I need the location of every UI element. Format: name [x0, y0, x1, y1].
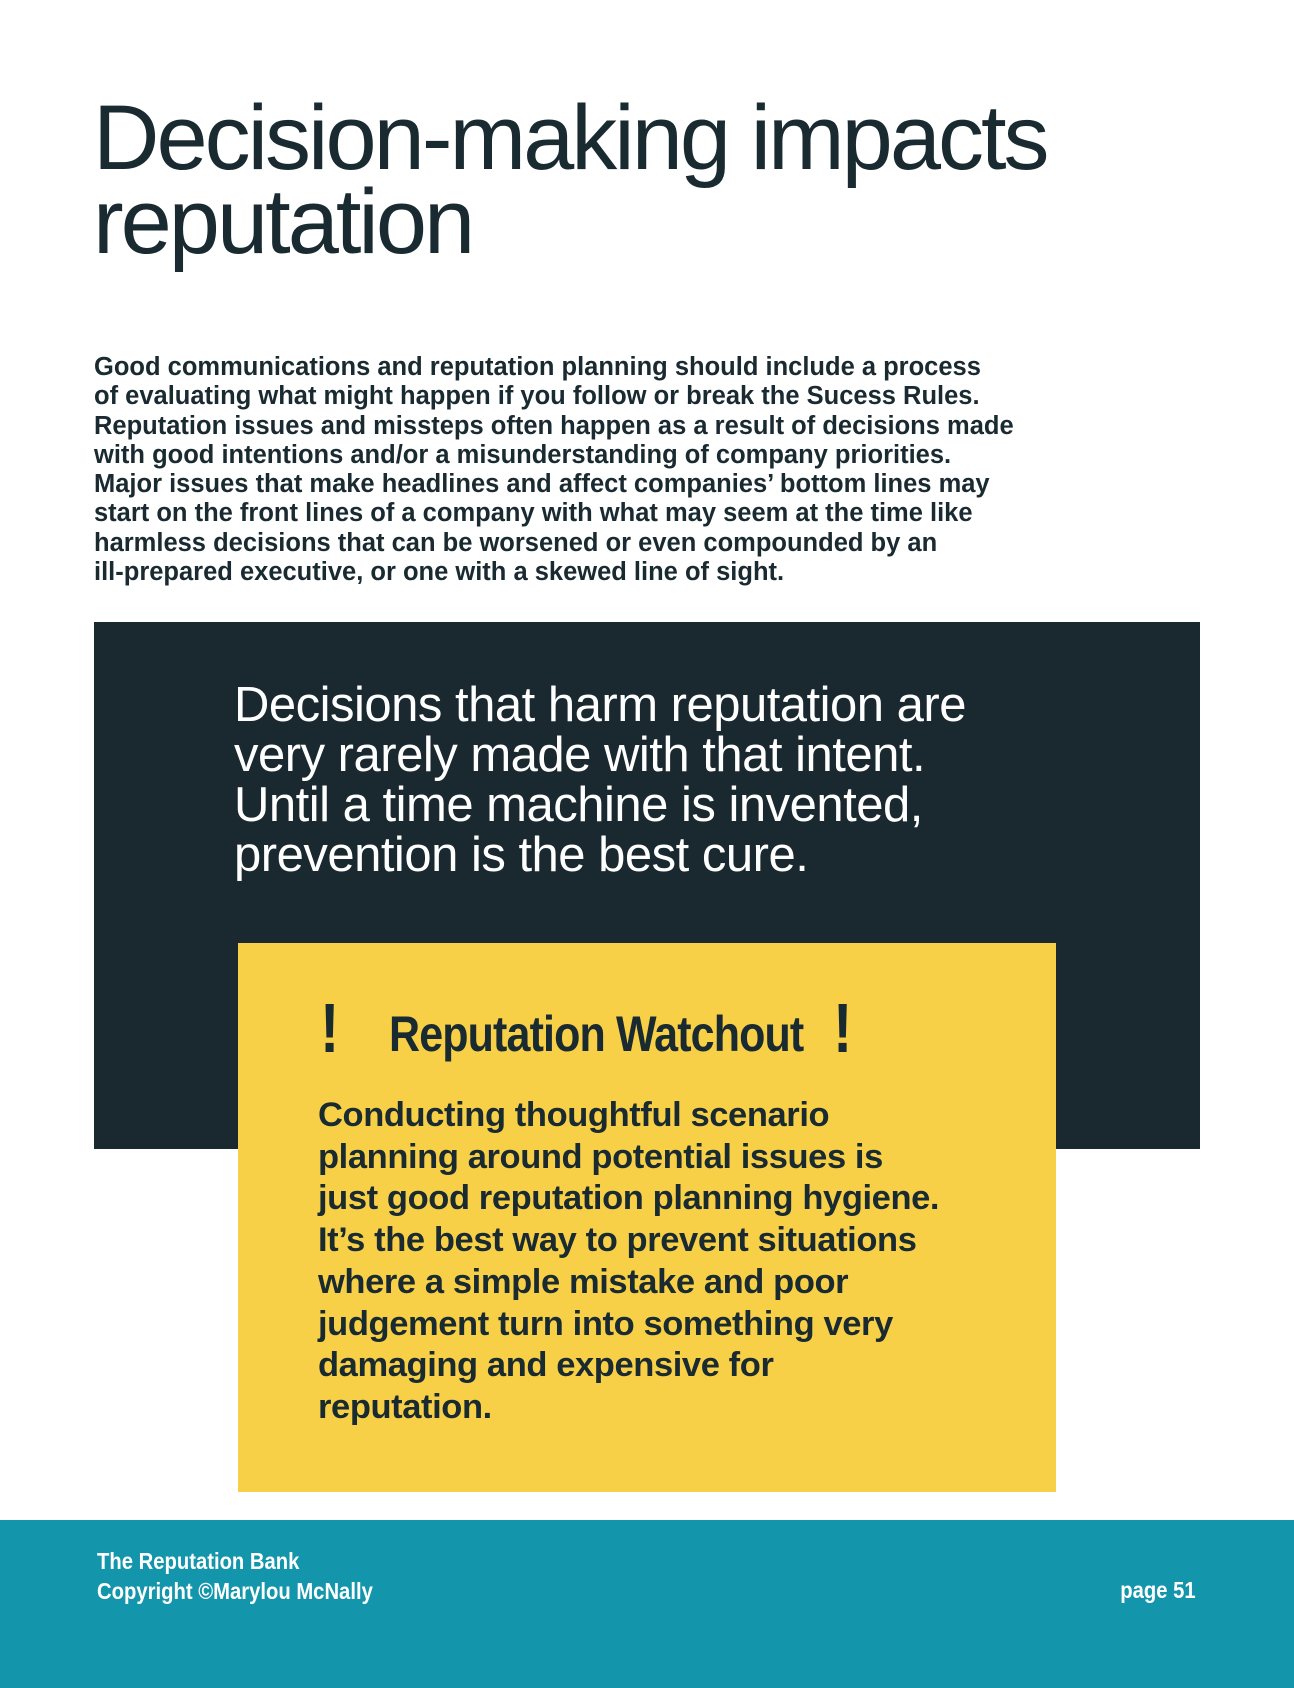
page-footer [0, 1520, 1294, 1688]
callout-heading: ! Reputation Watchout ! [318, 993, 938, 1063]
callout-title: Reputation Watchout [389, 1006, 804, 1062]
intro-paragraph: Good communications and reputation plann… [94, 353, 1014, 587]
exclamation-icon: ! [320, 989, 340, 1067]
footer-publication: The Reputation Bank [97, 1548, 300, 1574]
page-title: Decision-making impacts reputation [93, 87, 1050, 273]
pull-quote: Decisions that harm reputation are very … [234, 678, 967, 882]
page-number: page 51 [1120, 1577, 1196, 1603]
exclamation-icon: ! [833, 989, 853, 1067]
footer-credits: The Reputation Bank Copyright ©Marylou M… [97, 1546, 373, 1606]
footer-copyright: Copyright ©Marylou McNally [97, 1578, 373, 1604]
callout-body: Conducting thoughtful scenario planning … [318, 1096, 940, 1426]
reputation-watchout-callout [238, 943, 1056, 1492]
